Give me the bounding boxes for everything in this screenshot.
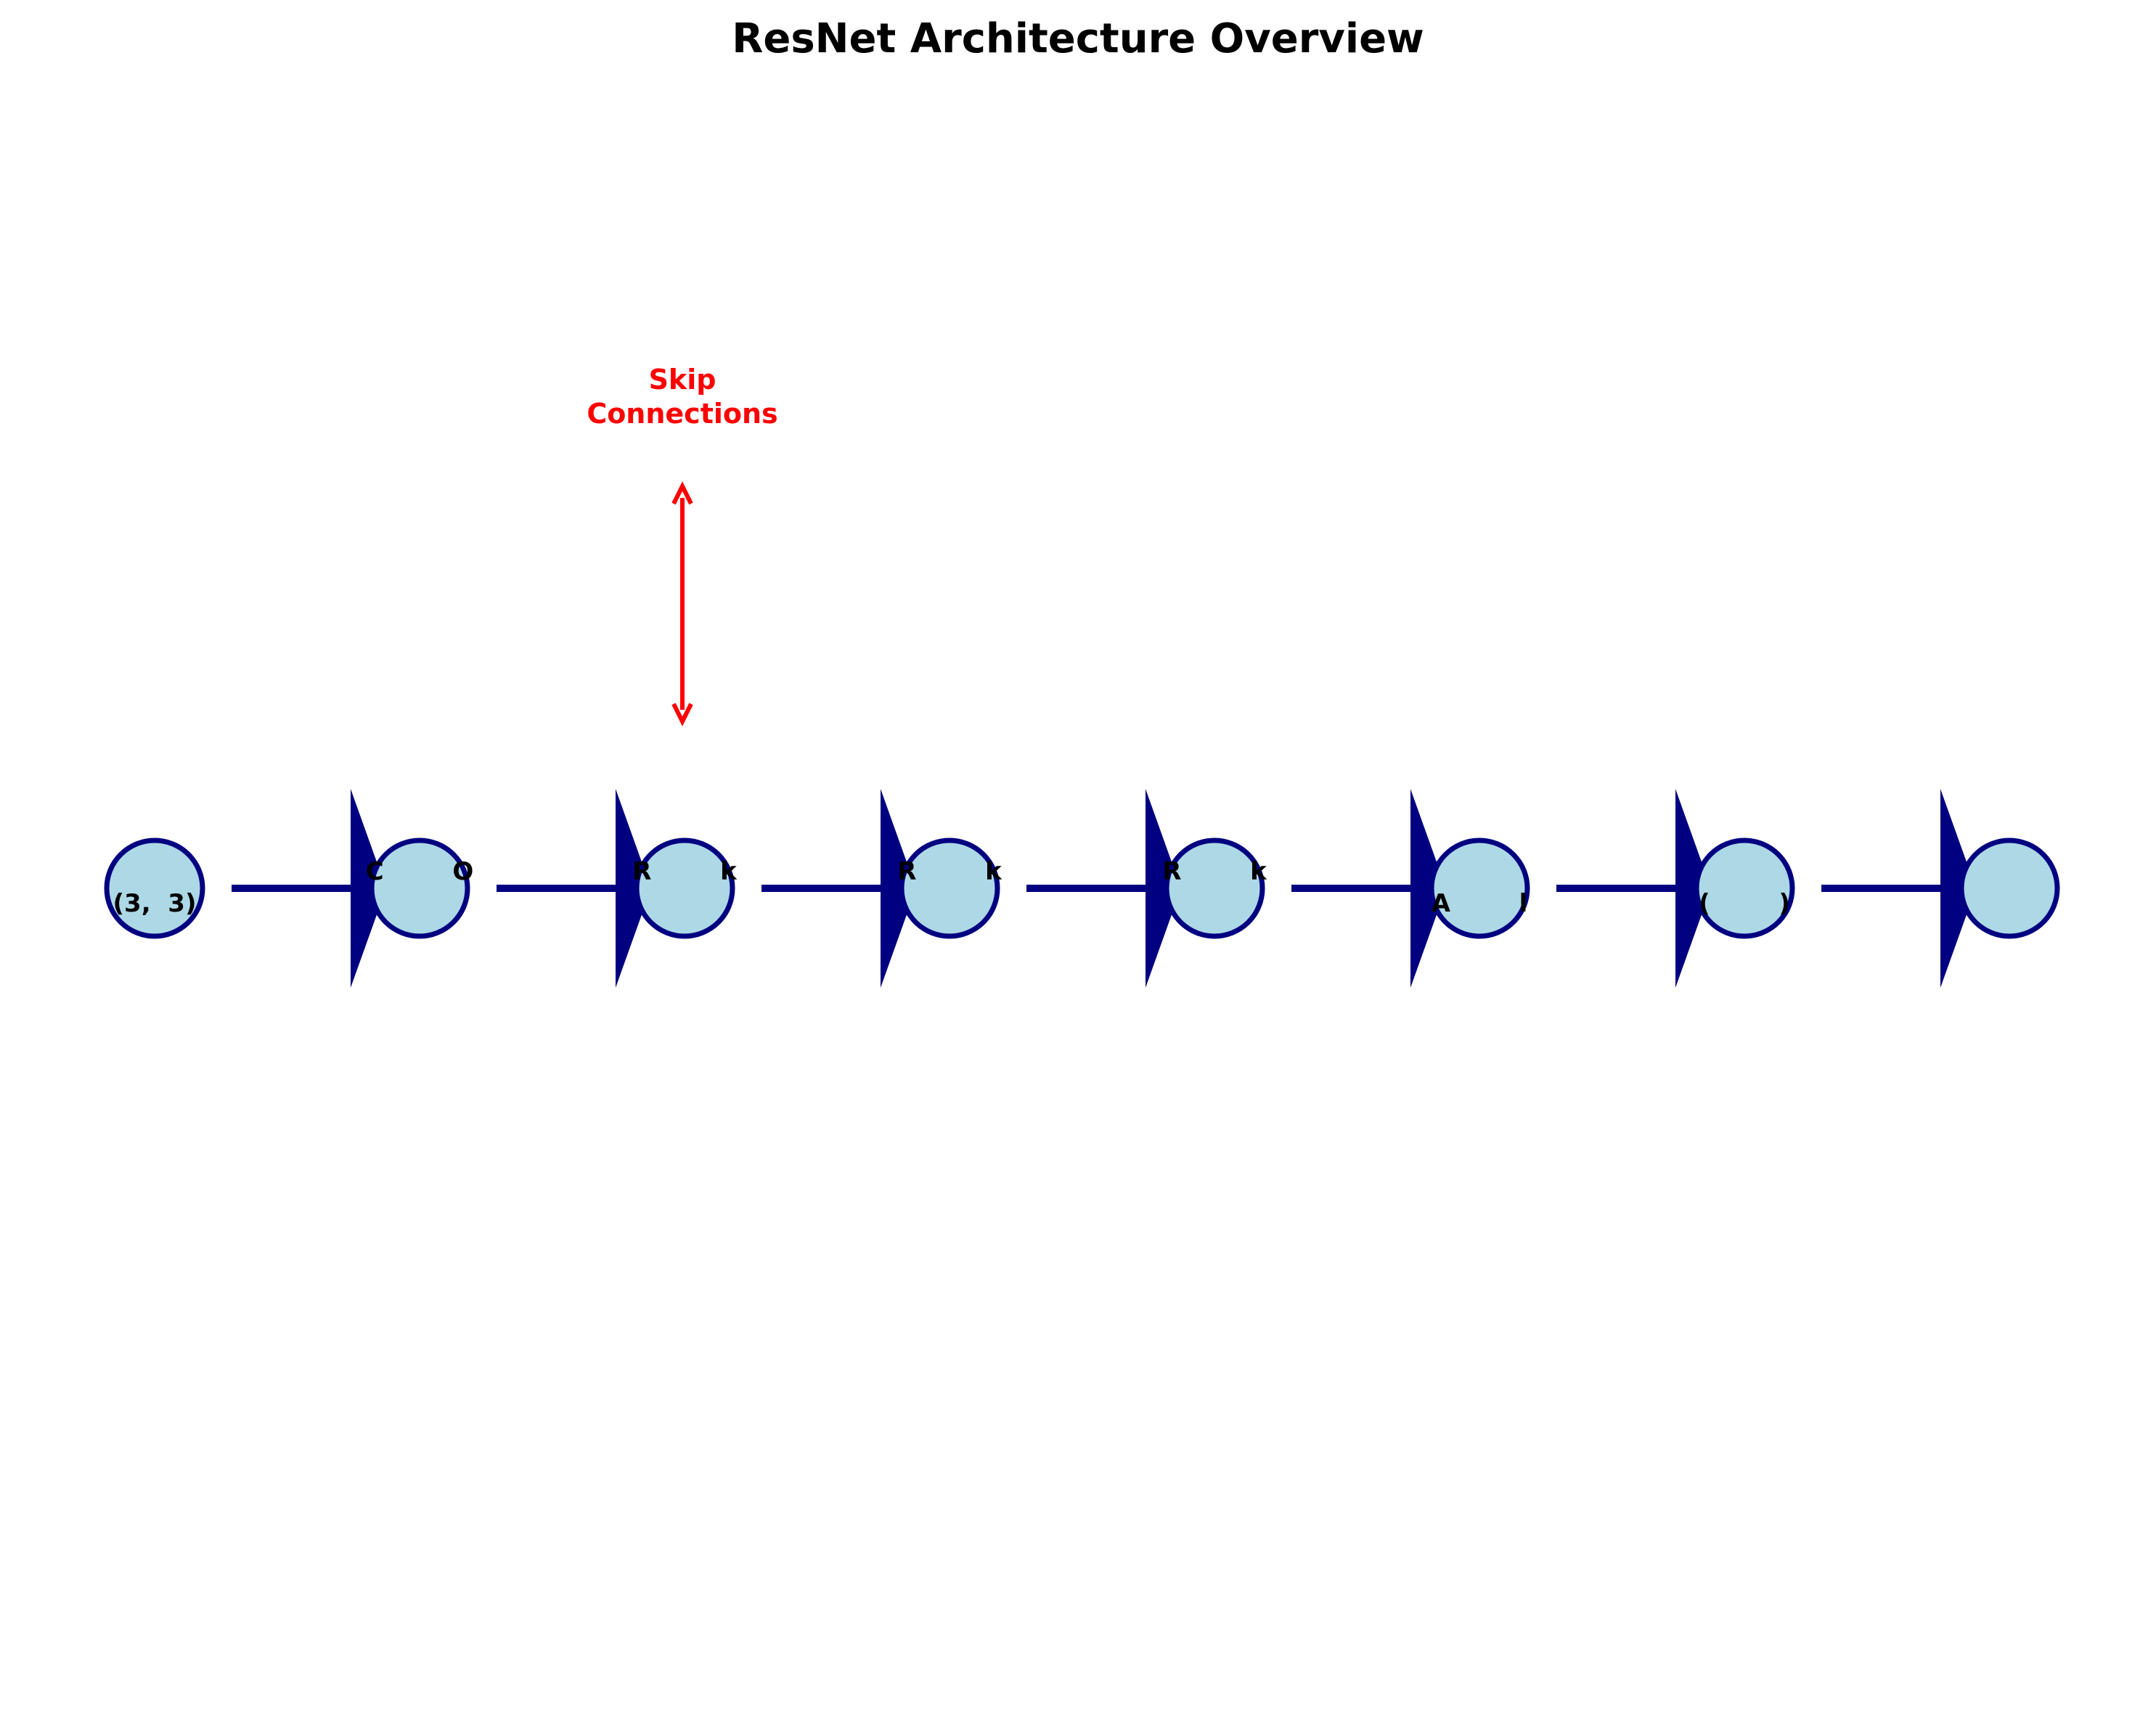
node-label-bottom: A l xyxy=(1432,889,1528,918)
node-label-bottom: (3, 3) xyxy=(113,889,197,918)
layer-node xyxy=(1694,838,1795,939)
skip-annotation-line1: Skip xyxy=(649,364,716,396)
node-label-top: R k xyxy=(632,857,738,886)
skip-annotation-line2: Connections xyxy=(587,398,777,430)
layer-node xyxy=(1164,838,1265,939)
skip-connection-annotation: Skip Connections xyxy=(587,364,778,726)
layer-node xyxy=(104,838,205,939)
layer-node xyxy=(634,838,735,939)
connection-arrow xyxy=(1026,789,1181,988)
node-label-top: R k xyxy=(897,857,1003,886)
node-label-bottom: ( ) xyxy=(1699,889,1790,918)
arrows-layer xyxy=(232,789,1976,988)
labels-layer: (3, 3) C O R k R k R k A l ( ) xyxy=(113,857,1790,918)
connection-arrow xyxy=(761,789,916,988)
layer-node xyxy=(1959,838,2060,939)
connection-arrow xyxy=(1556,789,1711,988)
layer-node xyxy=(369,838,470,939)
connection-arrow xyxy=(1821,789,1976,988)
skip-double-arrow xyxy=(671,481,693,726)
connection-arrow xyxy=(232,789,386,988)
nodes-layer xyxy=(104,838,2060,939)
diagram-title: ResNet Architecture Overview xyxy=(732,15,1424,62)
layer-node xyxy=(1429,838,1530,939)
connection-arrow xyxy=(1291,789,1446,988)
node-label-top: R k xyxy=(1162,857,1267,886)
layer-node xyxy=(899,838,1000,939)
node-label-top: C O xyxy=(366,857,474,886)
connection-arrow xyxy=(497,789,651,988)
